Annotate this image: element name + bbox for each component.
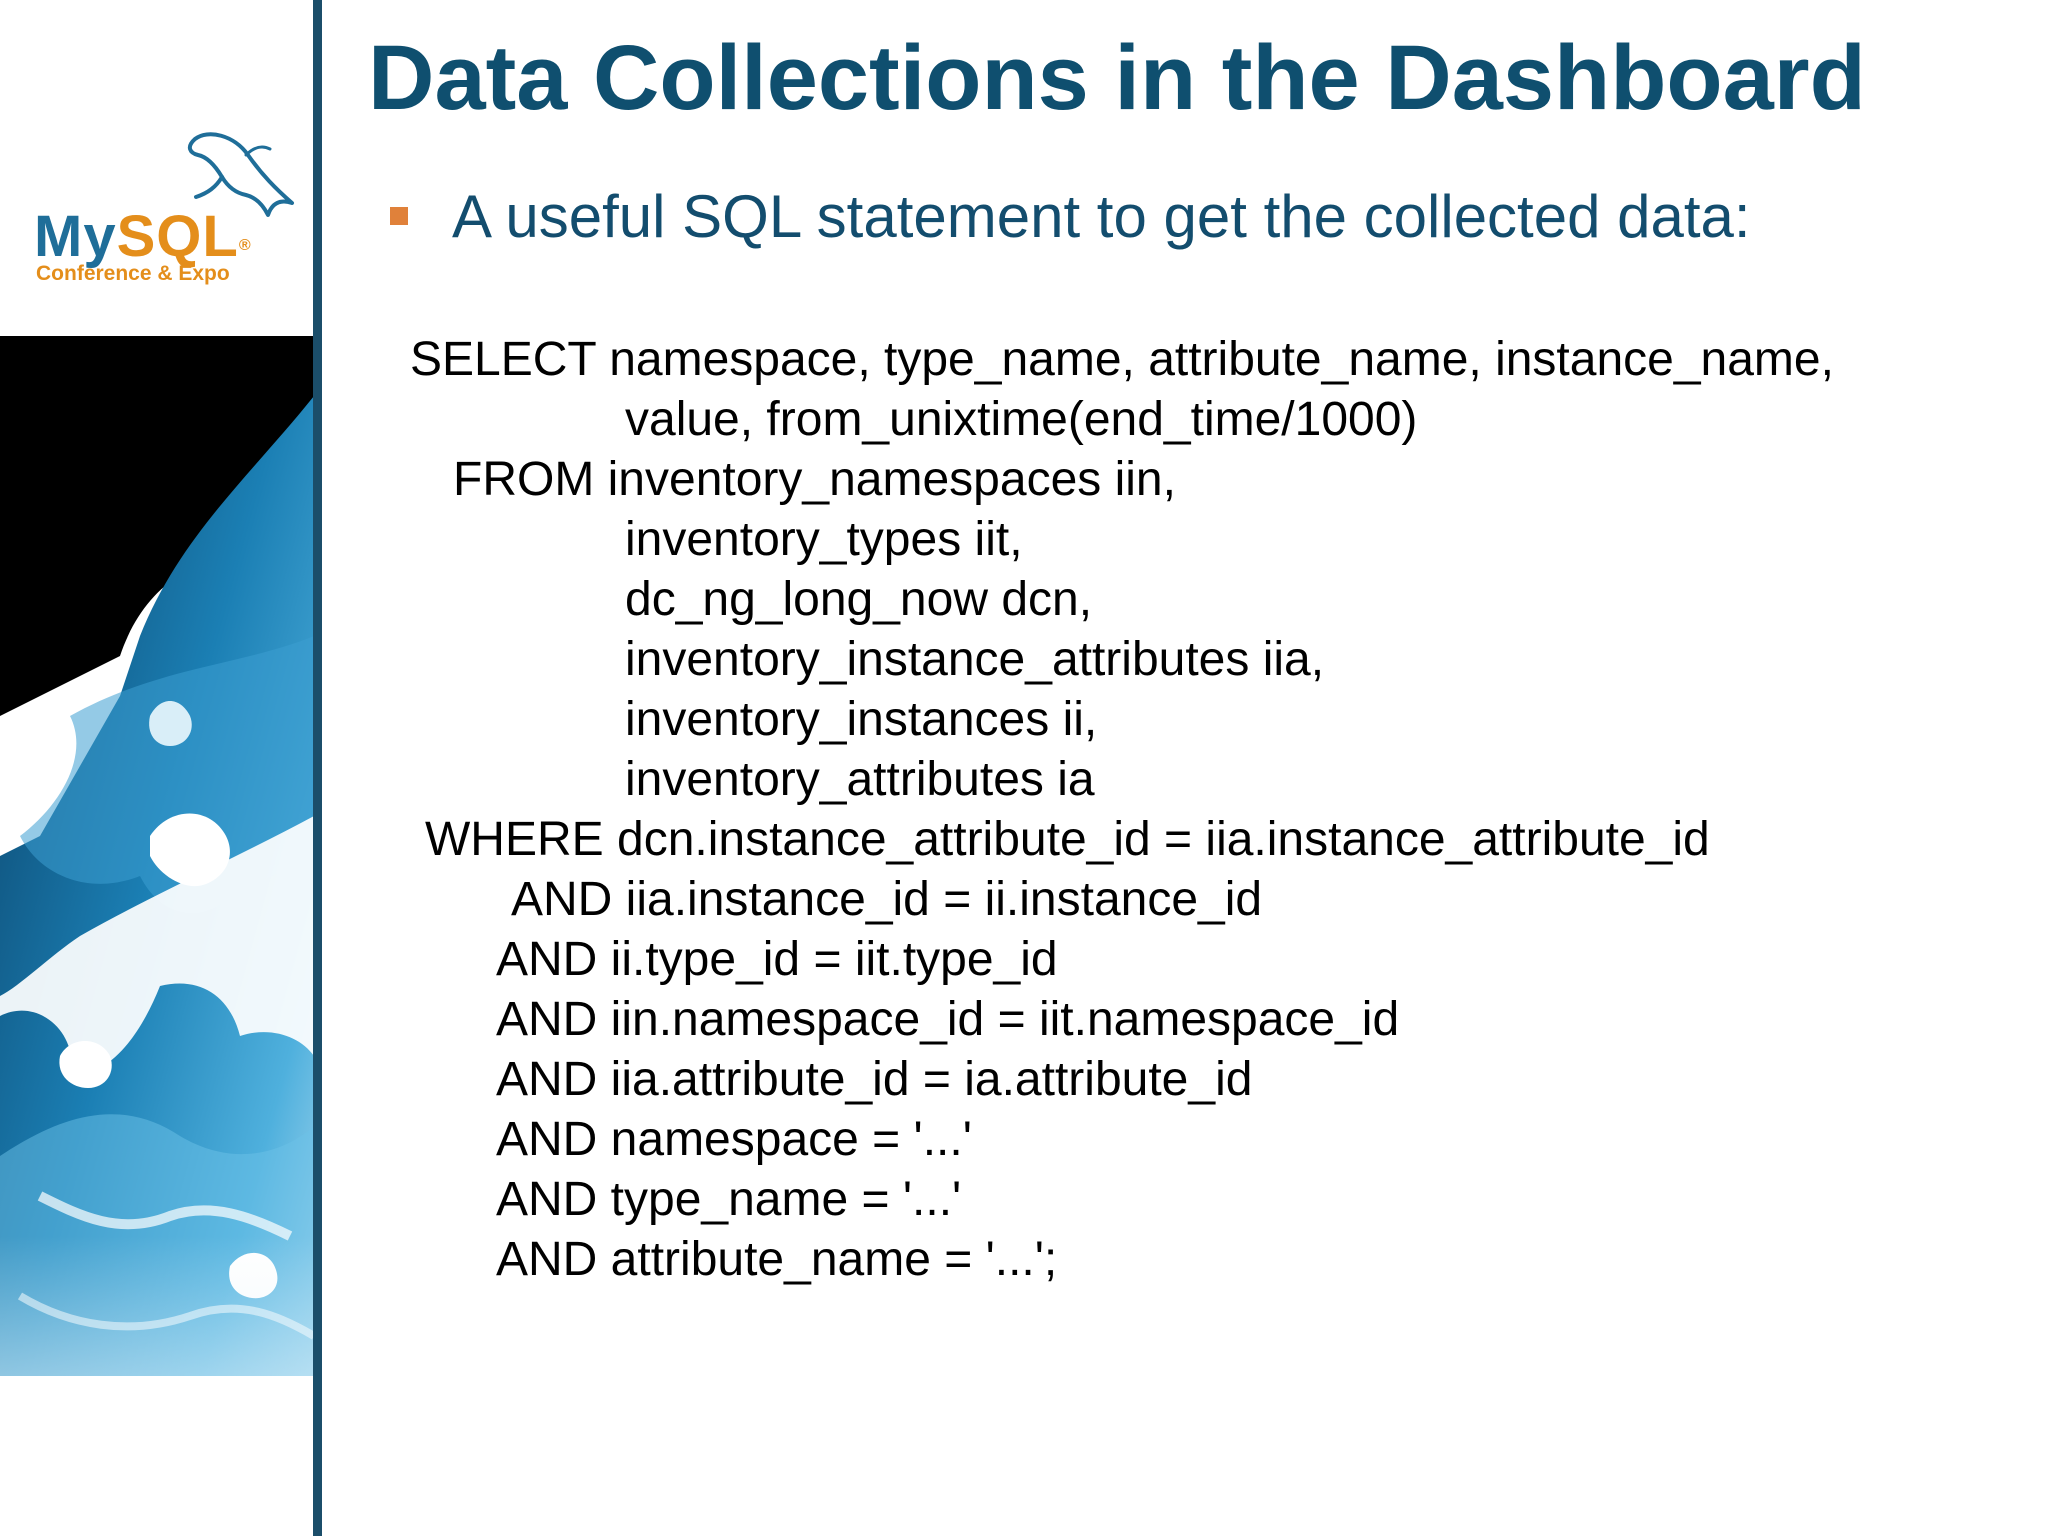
- sql-line: AND ii.type_id = iit.type_id: [496, 933, 1058, 986]
- bullet-text: A useful SQL statement to get the collec…: [452, 182, 1751, 250]
- sql-line: dc_ng_long_now dcn,: [625, 573, 1093, 626]
- sql-line: AND attribute_name = '...';: [496, 1233, 1058, 1286]
- sql-line: inventory_instances ii,: [625, 693, 1098, 746]
- sql-line: FROM inventory_namespaces iin,: [453, 453, 1176, 506]
- sql-line: AND iia.attribute_id = ia.attribute_id: [496, 1053, 1253, 1106]
- sql-line: AND iia.instance_id = ii.instance_id: [511, 873, 1263, 926]
- sql-line: AND type_name = '...': [496, 1173, 962, 1226]
- dolphin-icon: [187, 132, 294, 217]
- logo-wordmark: MySQL®: [34, 204, 252, 269]
- bullet-point: A useful SQL statement to get the collec…: [390, 176, 1751, 256]
- sidebar-divider: [313, 0, 322, 1536]
- sql-line: value, from_unixtime(end_time/1000): [625, 393, 1418, 446]
- logo-tagline: Conference & Expo: [36, 262, 230, 285]
- slide-title: Data Collections in the Dashboard: [368, 27, 1866, 129]
- sidebar: MySQL® Conference & Expo: [0, 0, 314, 1536]
- sql-line: inventory_instance_attributes iia,: [625, 633, 1325, 686]
- mysql-logo: MySQL® Conference & Expo: [0, 110, 314, 310]
- square-bullet-icon: [390, 207, 408, 225]
- puzzle-image: [0, 336, 314, 1536]
- sql-line: AND iin.namespace_id = iit.namespace_id: [496, 993, 1400, 1046]
- sql-line: inventory_attributes ia: [625, 753, 1095, 806]
- sql-line: inventory_types iit,: [625, 513, 1023, 566]
- sql-line: SELECT namespace, type_name, attribute_n…: [410, 333, 1834, 386]
- sql-line: WHERE dcn.instance_attribute_id = iia.in…: [425, 813, 1710, 866]
- sql-line: AND namespace = '...': [496, 1113, 972, 1166]
